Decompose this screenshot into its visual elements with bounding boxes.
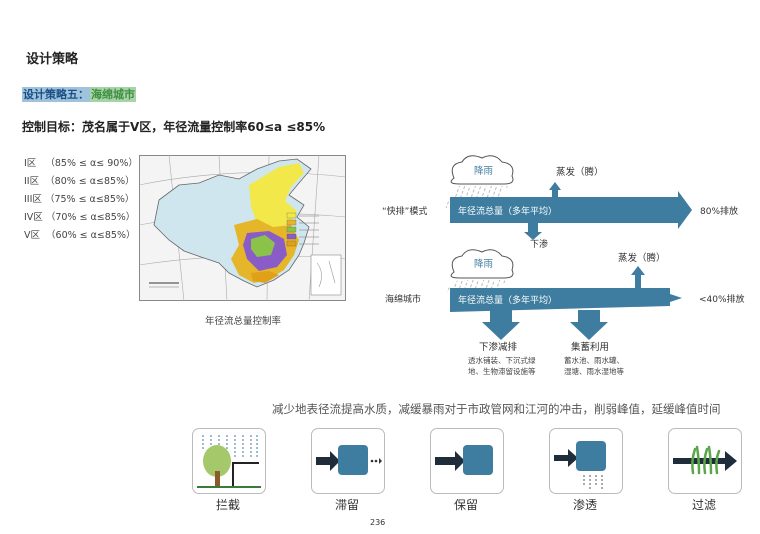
zone-item: III区 （75% ≤ α≤85%） — [24, 194, 135, 205]
infiltration-label-1: 下渗 — [530, 238, 548, 250]
effect-description: 减少地表径流提高水质，减缓暴雨对于市政管网和江河的冲击，削弱峰值，延缓峰值时间 — [272, 402, 721, 416]
rain-cloud-2: 降雨 — [444, 249, 514, 292]
sponge-mode-label: 海绵城市 — [385, 293, 421, 305]
retention-card — [430, 428, 504, 494]
runoff-flow-diagram: 降雨 蒸发（腾） 年径流总量（多年平均） 下渗 “快排”模式 80%排放 降雨 … — [382, 155, 745, 376]
detention-card — [311, 428, 385, 494]
map-image — [138, 154, 347, 302]
storage-desc-line1: 蓄水池、雨水罐、 — [564, 355, 624, 365]
sponge-discharge-label: <40%排放 — [699, 293, 745, 305]
china-runoff-map — [138, 154, 347, 302]
storage-desc-line2: 湿塘、雨水湿地等 — [564, 366, 624, 376]
retention-icon — [435, 445, 493, 475]
control-goal: 控制目标：茂名属于V区，年径流量控制率60≤a ≤85% — [22, 120, 326, 134]
infiltration-arrow-1 — [524, 223, 542, 240]
infiltration-arrow-2 — [482, 310, 520, 340]
infiltration-reduction-label: 下渗减排 — [479, 341, 518, 353]
filtration-card — [668, 428, 742, 494]
intercept-label: 拦截 — [215, 498, 240, 512]
map-zone-south — [251, 271, 279, 283]
evaporation-label-2: 蒸发（腾） — [618, 252, 666, 264]
zone-list: I区 （85% ≤ α≤ 90%） II区 （80% ≤ α≤85%） III区… — [24, 155, 138, 245]
infiltration-card-label: 渗透 — [572, 498, 597, 512]
storage-arrow — [570, 310, 608, 340]
quick-mode-label: “快排”模式 — [382, 205, 427, 217]
filtration-label: 过滤 — [691, 498, 716, 512]
map-zone-yellow — [249, 163, 304, 229]
document-title: 设计策略 — [26, 52, 79, 67]
evaporation-label-1: 蒸发（腾） — [556, 166, 604, 178]
runoff-label-2: 年径流总量（多年平均） — [458, 294, 557, 306]
zone-item: I区 （85% ≤ α≤ 90%） — [24, 158, 138, 169]
infiltration-card — [549, 428, 623, 494]
strategy-prefix: 设计策略五： — [22, 87, 90, 102]
storage-use-label: 集蓄利用 — [571, 341, 609, 353]
map-zone-green — [251, 235, 275, 257]
runoff-label-1: 年径流总量（多年平均） — [458, 205, 557, 217]
infiltration-desc-line2: 地、生物滞留设施等 — [468, 366, 536, 376]
discharge-arrow-quick — [450, 191, 692, 229]
strategy-name: 海绵城市 — [90, 87, 136, 102]
infiltration-icon — [554, 441, 606, 489]
discharge-arrow-sponge — [450, 288, 682, 312]
rain-label-1: 降雨 — [474, 165, 493, 177]
quick-discharge-label: 80%排放 — [700, 205, 738, 217]
page-number: 236 — [370, 518, 386, 527]
zone-item: IV区 （70% ≤ α≤85%） — [24, 212, 136, 223]
strategy-heading: 设计策略五：海绵城市 — [22, 86, 136, 102]
map-caption: 年径流总量控制率 — [205, 316, 282, 327]
zone-item: II区 （80% ≤ α≤85%） — [24, 176, 135, 187]
zone-item: V区 （60% ≤ α≤85%） — [24, 230, 136, 241]
rain-label-2: 降雨 — [474, 258, 493, 270]
intercept-card — [192, 428, 266, 494]
infiltration-desc-line1: 透水铺装、下沉式绿 — [468, 355, 536, 365]
detention-icon — [316, 445, 382, 475]
filtration-icon — [673, 445, 737, 475]
detention-label: 滞留 — [334, 498, 359, 512]
evaporation-arrow-2 — [630, 266, 645, 292]
retention-label: 保留 — [453, 498, 478, 512]
intercept-icon — [197, 435, 261, 488]
